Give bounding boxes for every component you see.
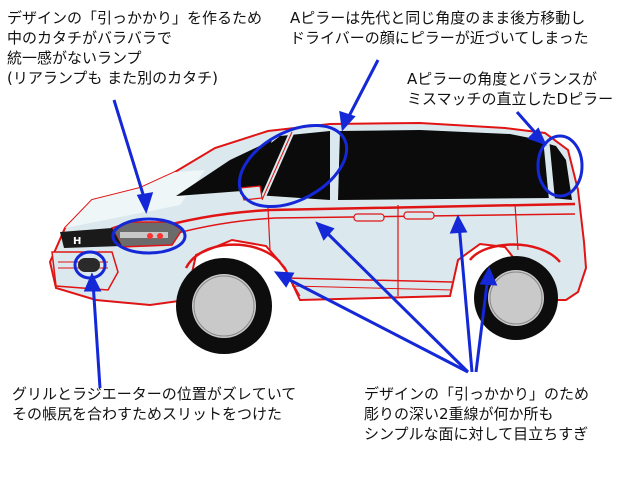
arrow-line-2 — [320, 226, 470, 374]
annotation-line: (リアランプも また別のカタチ) — [7, 69, 219, 87]
d-pillar-highlight — [536, 134, 584, 198]
arrow-a-pillar — [344, 59, 380, 123]
minivan-illustration: H — [48, 121, 588, 354]
annotation-line: Aピラーの角度とバランスが — [407, 70, 597, 88]
front-arch-flare — [184, 243, 281, 269]
arrow-lamp — [112, 99, 148, 205]
annotation-line: デザインの「引っかかり」を作るため — [7, 9, 263, 27]
annotation-line: 統一感がないランプ — [7, 49, 142, 67]
radiator-slit — [78, 258, 100, 272]
annotation-line: ドライバーの顔にピラーが近づいてしまった — [290, 29, 589, 47]
annotation-line: Aピラーは先代と同じ角度のまま後方移動し — [290, 9, 586, 27]
annotation-a-pillar: Aピラーは先代と同じ角度のまま後方移動し ドライバーの顔にピラーが近づいてしまっ… — [290, 8, 589, 48]
b-pillar — [331, 128, 339, 203]
arrow-line-4 — [474, 275, 490, 373]
annotation-line: デザインの「引っかかり」のため — [364, 385, 590, 403]
arrow-slit — [91, 281, 102, 389]
rear-panel-line — [514, 203, 519, 251]
d-pillar — [543, 137, 555, 201]
rear-side-window — [338, 130, 550, 200]
annotation-lamps: デザインの「引っかかり」を作るため 中のカタチがバラバラで 統一感がないランプ … — [7, 8, 262, 88]
door-handle-rear — [403, 211, 435, 220]
annotation-line: シンプルな面に対して目立ちすぎ — [364, 425, 589, 443]
annotation-d-pillar: Aピラーの角度とバランスが ミスマッチの直立したDピラー — [407, 69, 613, 109]
door-handle-front — [353, 213, 385, 222]
annotation-line: 中のカタチがバラバラで — [7, 29, 172, 47]
arrow-line-3 — [457, 223, 474, 373]
headlight-highlight — [111, 217, 187, 255]
front-wheel — [176, 258, 272, 354]
annotation-line: その帳尻を合わすためスリットをつけた — [12, 405, 283, 423]
annotation-line: グリルとラジエーターの位置がズレていて — [12, 385, 297, 403]
hood-panel — [65, 170, 205, 228]
rear-arch-flare — [469, 243, 561, 263]
front-grille — [60, 228, 122, 248]
brand-badge: H — [73, 236, 81, 247]
annotation-line: ミスマッチの直立したDピラー — [407, 90, 614, 108]
a-pillar-highlight — [237, 123, 349, 209]
rear-window — [535, 140, 572, 200]
annotation-line: 彫りの深い2重線が何か所も — [364, 405, 554, 423]
rear-wheel — [474, 256, 558, 340]
sill-line — [285, 277, 453, 283]
annotation-grille-slit: グリルとラジエーターの位置がズレていて その帳尻を合わすためスリットをつけた — [12, 384, 296, 424]
arrow-line-1 — [281, 274, 469, 374]
front-side-window — [240, 131, 330, 200]
annotation-double-lines: デザインの「引っかかり」のため 彫りの深い2重線が何か所も シンプルな面に対して… — [364, 384, 589, 444]
